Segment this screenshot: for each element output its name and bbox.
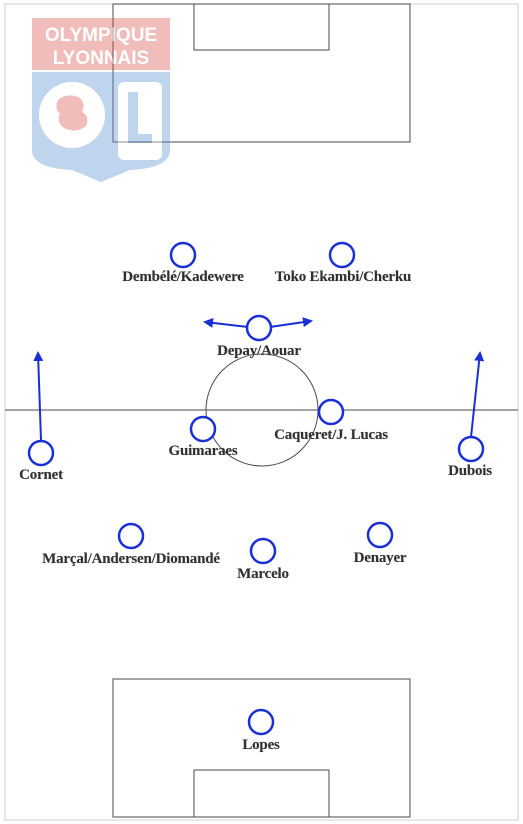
- player-marker-lwb[interactable]: [27, 439, 55, 467]
- player-marker-st-right[interactable]: [328, 241, 356, 269]
- player-marker-cb-right[interactable]: [366, 521, 394, 549]
- arrow-cam-right: [269, 317, 313, 328]
- top-goal-box: [193, 3, 330, 51]
- player-marker-gk[interactable]: [247, 708, 275, 736]
- player-marker-cm-right[interactable]: [317, 398, 345, 426]
- arrow-rwb-up: [470, 351, 485, 438]
- club-logo: OLYMPIQUE LYONNAIS: [32, 18, 170, 182]
- player-label-st-left: Dembélé/Kadewere: [122, 269, 244, 285]
- player-markers: [27, 241, 485, 736]
- player-label-cm-right: Caqueret/J. Lucas: [274, 427, 388, 443]
- player-label-cam: Depay/Aouar: [217, 343, 301, 359]
- player-label-cm-left: Guimaraes: [168, 443, 238, 459]
- player-label-cb-center: Marcelo: [237, 566, 289, 582]
- lion-emblem-icon: [39, 82, 105, 148]
- player-label-gk: Lopes: [242, 737, 280, 753]
- player-label-rwb: Dubois: [448, 463, 492, 479]
- bottom-goal-box: [193, 769, 330, 818]
- player-label-cb-left: Marçal/Andersen/Diomandé: [42, 551, 220, 567]
- arrow-cam-left: [203, 317, 249, 328]
- player-marker-cb-center[interactable]: [249, 537, 277, 565]
- player-marker-cm-left[interactable]: [189, 415, 217, 443]
- player-marker-cb-left[interactable]: [117, 522, 145, 550]
- arrow-lwb-up: [33, 351, 44, 441]
- logo-text-line1: OLYMPIQUE: [45, 25, 157, 46]
- player-marker-cam[interactable]: [245, 314, 273, 342]
- player-marker-rwb[interactable]: [457, 435, 485, 463]
- movement-arrows: [33, 317, 485, 441]
- logo-text-line2: LYONNAIS: [53, 48, 149, 69]
- player-label-st-right: Toko Ekambi/Cherku: [274, 269, 412, 285]
- player-marker-st-left[interactable]: [169, 241, 197, 269]
- player-label-lwb: Cornet: [19, 467, 63, 483]
- player-label-cb-right: Denayer: [353, 550, 407, 566]
